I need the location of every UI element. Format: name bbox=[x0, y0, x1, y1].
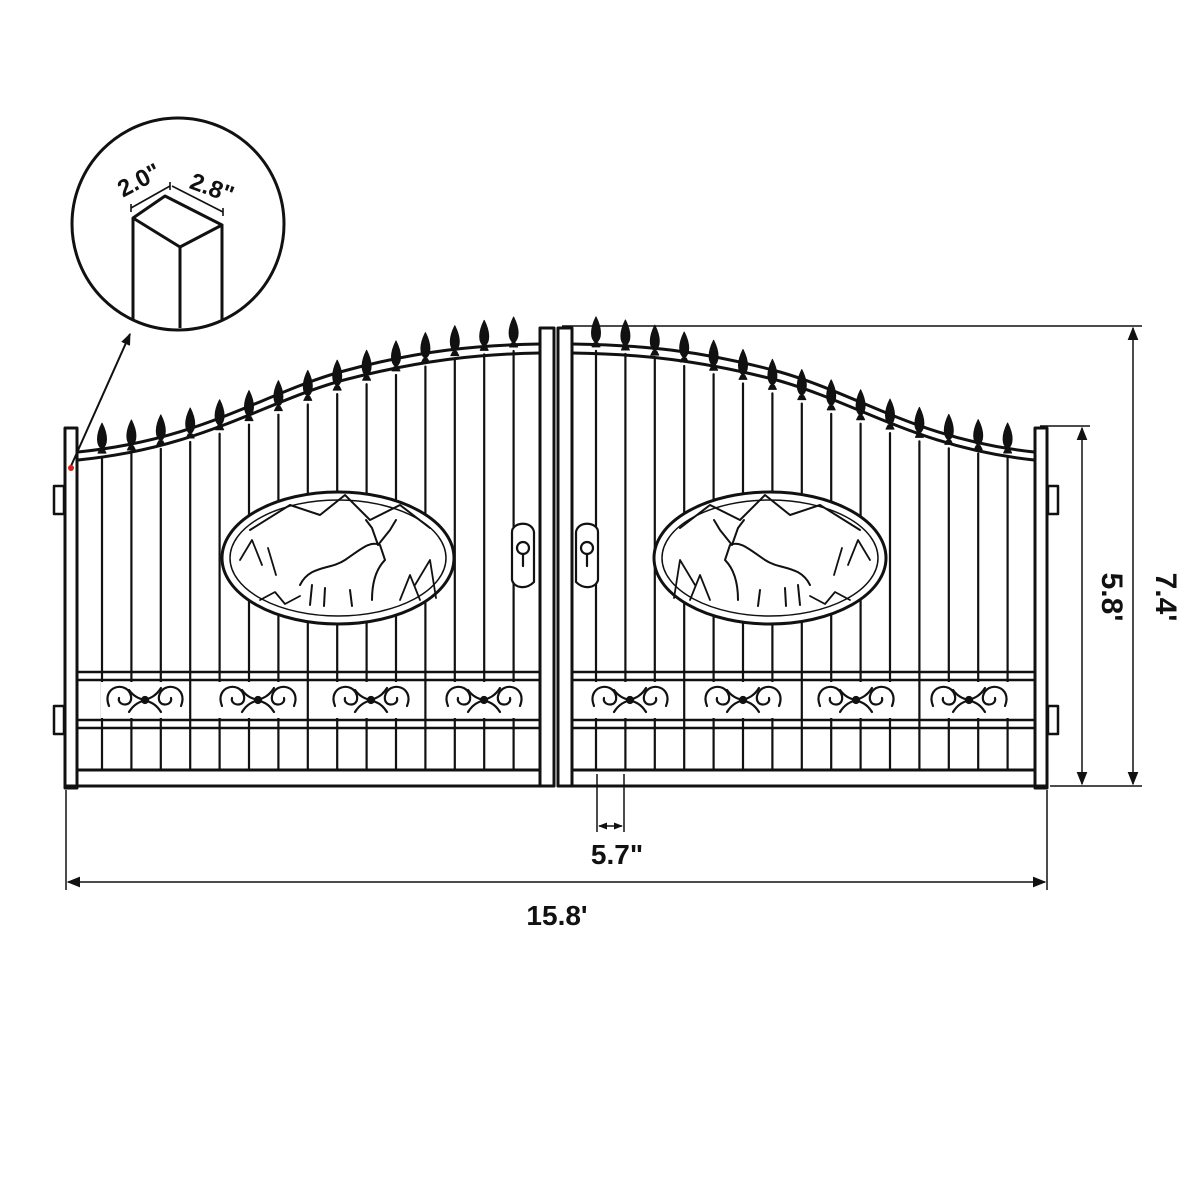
left-latch bbox=[510, 522, 536, 589]
spear-finial bbox=[943, 413, 954, 445]
square-post-icon bbox=[131, 194, 224, 328]
right-leaf-center-stile bbox=[556, 326, 574, 788]
scroll-panel bbox=[214, 682, 302, 718]
spear-finial bbox=[1002, 422, 1013, 454]
spear-finial bbox=[914, 406, 925, 438]
post-detail-circle bbox=[70, 116, 286, 332]
scroll-panel bbox=[101, 682, 189, 718]
post-dimension-ticks bbox=[130, 182, 224, 216]
scroll-decorations bbox=[101, 682, 1013, 718]
spear-finial bbox=[649, 324, 660, 356]
right-latch bbox=[574, 522, 600, 589]
spear-finial bbox=[767, 358, 778, 390]
spear-finial bbox=[620, 319, 631, 351]
spear-finial bbox=[332, 359, 343, 391]
scroll-panel bbox=[812, 682, 900, 718]
picket-spacing-label: 5.7" bbox=[591, 839, 643, 870]
scroll-panel bbox=[699, 682, 787, 718]
overall-width-label: 15.8' bbox=[526, 900, 587, 931]
gate-drawing bbox=[52, 316, 1060, 790]
post-width-label: 2.8" bbox=[186, 168, 237, 209]
spear-finial bbox=[273, 380, 284, 412]
spear-finial bbox=[126, 419, 137, 451]
hinges bbox=[52, 484, 1060, 736]
bottom-rails bbox=[64, 768, 1049, 788]
spear-finial bbox=[885, 398, 895, 430]
spear-finial bbox=[214, 399, 225, 431]
spear-finial bbox=[244, 390, 254, 422]
spear-finial bbox=[591, 316, 601, 348]
scroll-panel bbox=[327, 682, 415, 718]
spear-finials bbox=[97, 316, 1013, 454]
scroll-band-rails bbox=[76, 670, 1036, 730]
spear-finial bbox=[479, 319, 490, 351]
spear-finial bbox=[973, 419, 984, 451]
spear-finial bbox=[449, 325, 460, 357]
right-post bbox=[1033, 426, 1049, 790]
spear-finial bbox=[155, 414, 166, 446]
scroll-panel bbox=[440, 682, 528, 718]
spear-finial bbox=[420, 332, 431, 364]
spear-finial bbox=[679, 331, 690, 363]
spear-finial bbox=[796, 369, 807, 401]
spear-finial bbox=[302, 369, 313, 401]
overall-height-label: 7.4' bbox=[1149, 573, 1182, 622]
spear-finial bbox=[855, 389, 866, 421]
callout-pointer-arrow bbox=[70, 332, 131, 467]
post-depth-label: 2.0" bbox=[113, 158, 165, 203]
dimension-lines bbox=[65, 325, 1142, 890]
left-leaf-center-stile bbox=[538, 326, 556, 788]
spear-finial bbox=[738, 348, 748, 380]
left-deer-emblem bbox=[220, 490, 456, 626]
spear-finial bbox=[508, 316, 519, 348]
scroll-panel bbox=[925, 682, 1013, 718]
callout-marker-dot bbox=[68, 465, 74, 471]
spear-finial bbox=[708, 339, 719, 371]
post-height-label: 5.8' bbox=[1095, 573, 1128, 622]
spear-finial bbox=[185, 407, 196, 439]
spear-finial bbox=[391, 340, 401, 372]
spear-finial bbox=[97, 422, 107, 454]
spear-finial bbox=[361, 349, 372, 381]
left-post bbox=[63, 426, 79, 790]
scroll-panel bbox=[586, 682, 674, 718]
right-deer-emblem bbox=[652, 490, 888, 626]
spear-finial bbox=[826, 379, 837, 411]
